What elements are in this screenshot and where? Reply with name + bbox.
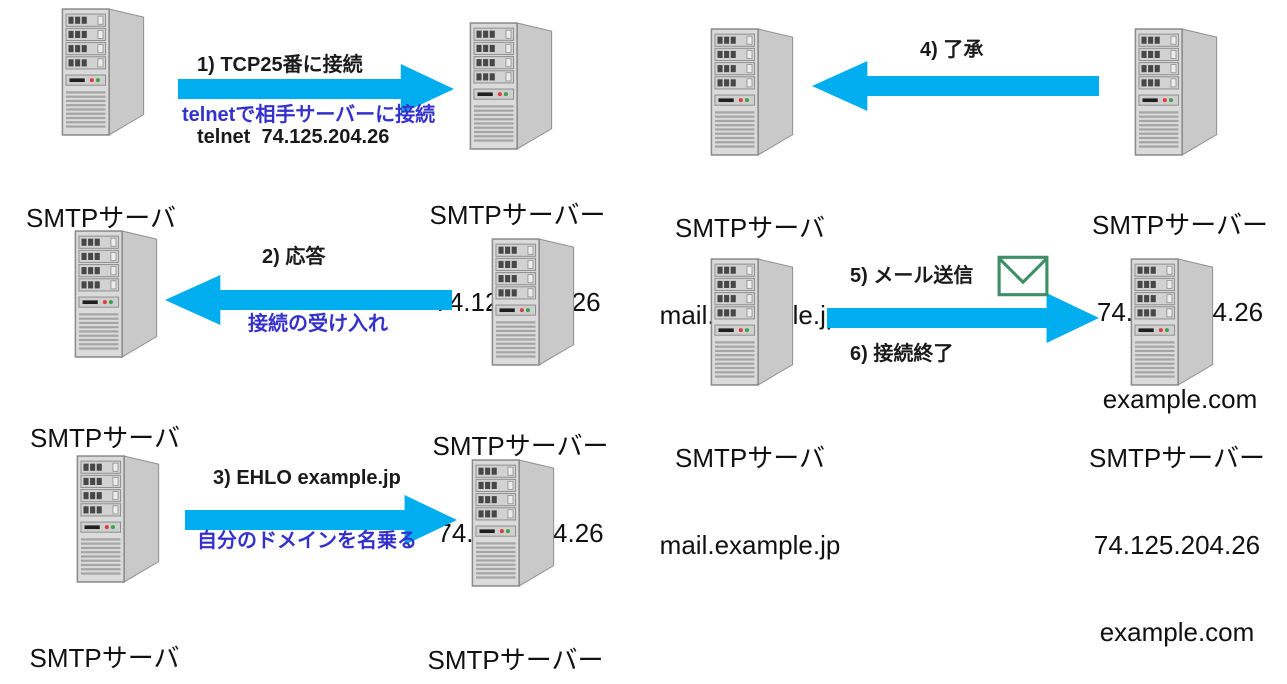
receiver-server-icon [463, 20, 557, 152]
step-label-below: 6) 接続終了 [850, 343, 954, 365]
step-label-above: 3) EHLO example.jp [213, 467, 401, 489]
arrow-step-4 [812, 58, 1099, 114]
sender-label: SMTPサーバ mail.example.jp [29, 643, 180, 673]
step-label-above: 5) メール送信 [850, 265, 974, 287]
mail-envelope-icon [996, 252, 1050, 300]
step-annotation-below: 自分のドメインを名乗る [197, 530, 417, 552]
receiver-server-icon [1124, 256, 1218, 388]
sender-server-icon [70, 453, 164, 585]
step-label-above: 2) 応答 [262, 246, 326, 268]
receiver-server-icon [485, 236, 579, 368]
sender-server-icon [704, 26, 798, 158]
sender-label: SMTPサーバ mail.example.jp [659, 443, 841, 560]
receiver-server-icon [1128, 26, 1222, 158]
sender-server-icon [704, 256, 798, 388]
step-annotation-below: 接続の受け入れ [248, 313, 388, 335]
arrow-step-5 [827, 290, 1099, 346]
sender-server-icon [68, 228, 162, 360]
sender-label: SMTPサーバ [30, 423, 180, 453]
sender-label: SMTPサーバ [26, 203, 176, 233]
step-label-above: 1) TCP25番に接続 telnet 74.125.204.26 [197, 54, 390, 148]
sender-server-icon [55, 6, 149, 138]
step-label-above: 4) 了承 [920, 39, 984, 61]
receiver-server-icon [465, 457, 559, 589]
receiver-label: SMTPサーバー 74.125.204.26 example.com [1089, 443, 1265, 647]
step-annotation-below: telnetで相手サーバーに接続 [182, 104, 436, 126]
receiver-label: SMTPサーバー 74.125.204.26 example.com [427, 645, 604, 675]
